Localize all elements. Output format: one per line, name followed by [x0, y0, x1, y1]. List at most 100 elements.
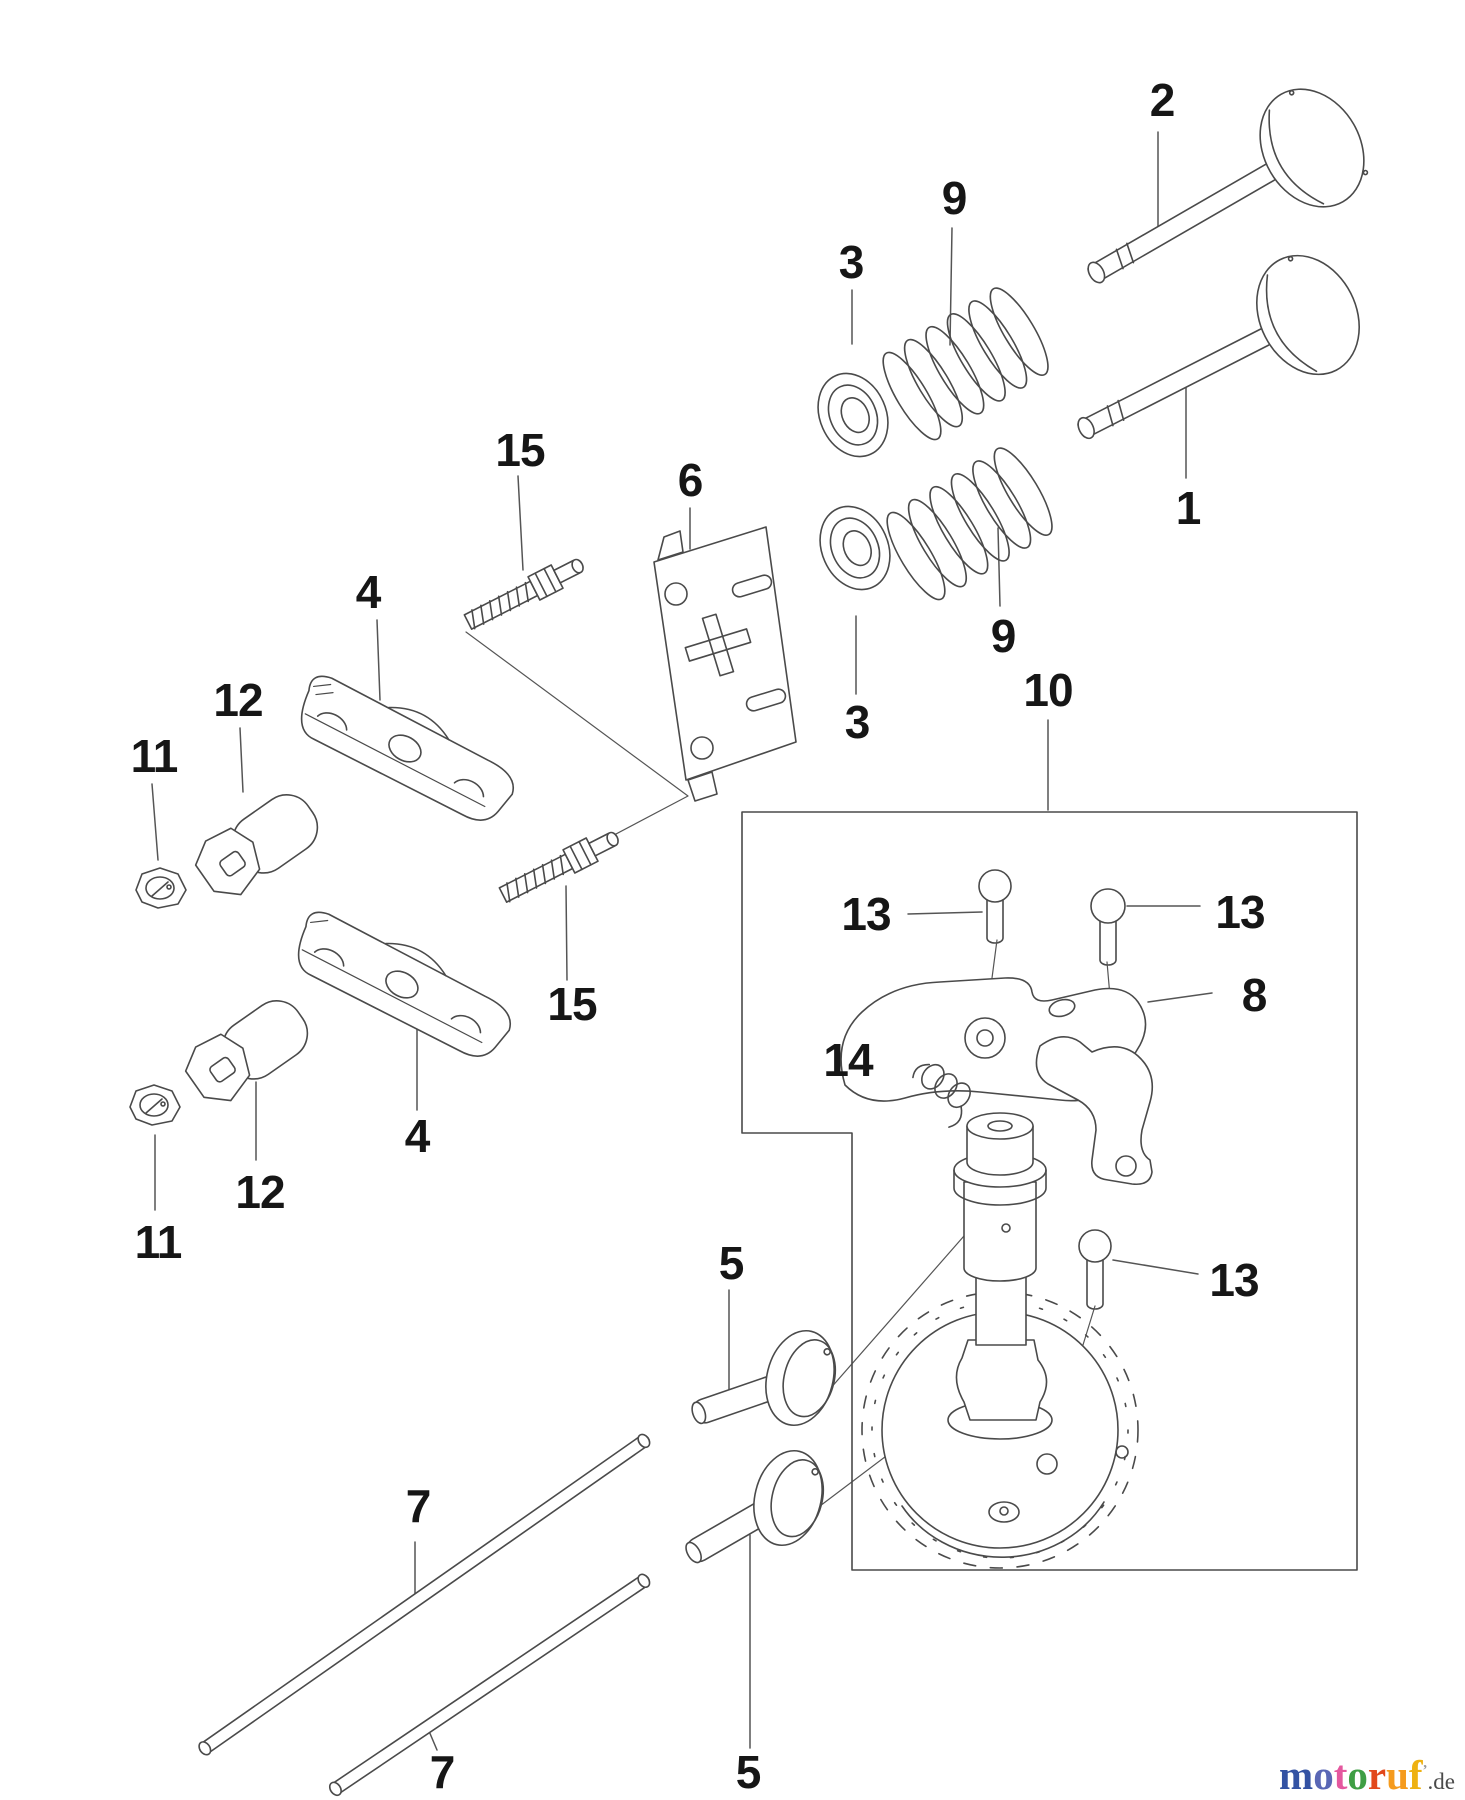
tappet-stem-tip — [691, 1401, 707, 1425]
bolt-shank — [1086, 1257, 1104, 1310]
leader-12a — [239, 727, 244, 793]
spring-coil — [886, 511, 946, 601]
guide-plate — [653, 526, 797, 802]
keeper-groove — [1115, 248, 1124, 270]
bolt-13-cam — [1078, 1229, 1112, 1310]
callout-3a: 3 — [838, 236, 865, 288]
spring-retainer-upper — [817, 372, 889, 458]
callout-12a: 12 — [213, 674, 263, 726]
callout-15b: 15 — [547, 978, 597, 1030]
spring-loop — [921, 1063, 945, 1090]
retainer-mid — [829, 517, 881, 579]
callout-2: 2 — [1149, 74, 1176, 126]
spring-coil — [946, 313, 1006, 402]
spring-coil — [925, 325, 985, 415]
camshaft — [861, 1112, 1139, 1569]
push-rod-ball-end — [637, 1573, 651, 1589]
compression-release-assembly — [840, 977, 1154, 1186]
bolt-head — [978, 869, 1012, 903]
spring-coil — [882, 351, 942, 441]
rocker-socket — [453, 778, 485, 798]
rocker-pivot-hole — [388, 734, 422, 763]
cam-lobes — [955, 1339, 1048, 1421]
callout-14: 14 — [823, 1034, 873, 1086]
tappet-disc-face — [770, 1459, 825, 1538]
spring-coil — [907, 498, 968, 588]
locknut-slot — [145, 1098, 163, 1114]
locknut-bore — [139, 1093, 169, 1117]
plate-bottom-tab — [687, 771, 718, 802]
pivot-hex-hole — [209, 1056, 236, 1083]
leader-11a — [151, 783, 159, 861]
spring-coil — [903, 338, 964, 428]
spring-retainer-lower — [819, 505, 891, 591]
valve-head-fillet — [1268, 109, 1325, 205]
callout-15a: 15 — [495, 424, 545, 476]
leader-9a — [949, 227, 953, 346]
rocker-socket — [313, 948, 345, 967]
keeper-groove — [1126, 242, 1135, 264]
valve-spring-lower — [886, 447, 1053, 601]
logo-letter: u — [1386, 1752, 1409, 1798]
plate-slot — [745, 688, 787, 712]
weight-slot — [1048, 998, 1076, 1018]
callout-13b: 13 — [1215, 886, 1265, 938]
gear-hole — [1115, 1445, 1129, 1459]
tappet-disc — [753, 1449, 823, 1547]
tappet-stem-tip — [685, 1541, 702, 1564]
rocker-stud-lower — [498, 831, 619, 903]
gear-thickness-edge — [901, 1501, 1105, 1558]
cam-center-hole — [987, 1120, 1013, 1132]
spring-loop — [947, 1082, 971, 1109]
leader-lines — [151, 131, 1213, 1751]
valve-head — [1259, 88, 1365, 208]
leader-13a — [907, 911, 983, 915]
callout-7b: 7 — [429, 1746, 456, 1798]
locknut-slot — [151, 881, 169, 897]
cam-flange-side — [953, 1169, 1047, 1206]
valve-stem-tip — [1087, 261, 1106, 284]
retainer-outer — [817, 372, 889, 458]
valve-stem-tip — [1077, 416, 1095, 440]
locknut-upper — [135, 867, 187, 909]
keeper-groove — [1106, 405, 1114, 427]
cam-journal — [963, 1181, 1037, 1282]
valve-head-fillet — [1265, 274, 1318, 373]
push-rod-ball-end — [198, 1741, 212, 1756]
pivot-hex-hole — [219, 850, 246, 877]
leader-9b — [997, 527, 1001, 607]
motoruf-logo: motoruf’.de — [1279, 1755, 1455, 1796]
plate-body — [653, 526, 797, 781]
rocker-hump — [384, 942, 447, 977]
logo-tld: .de — [1427, 1769, 1455, 1794]
tappet-disc-face — [782, 1339, 837, 1418]
callout-8: 8 — [1241, 969, 1268, 1021]
tappet-lower — [685, 1449, 825, 1564]
cam-top-face — [966, 1112, 1034, 1140]
weight-bolt-hole — [964, 1017, 1006, 1059]
cam-gear-teeth — [871, 1301, 1129, 1559]
plate-top-tab — [657, 530, 684, 561]
callout-5a: 5 — [718, 1237, 745, 1289]
detail-dot — [1362, 169, 1369, 176]
leader-4a — [376, 619, 381, 701]
leader-15a — [517, 475, 524, 571]
push-rod-lower — [328, 1573, 651, 1797]
retainer-bore — [840, 397, 870, 434]
retainer-mid — [827, 384, 879, 446]
pivot-hex-face — [194, 827, 261, 896]
valve-stem — [1087, 163, 1277, 283]
callout-1: 1 — [1175, 482, 1202, 534]
plate-cross-cutout — [684, 613, 752, 677]
callout-13a: 13 — [841, 888, 891, 940]
leader-13c — [1112, 1259, 1199, 1275]
pivot-nut-lower — [184, 1000, 309, 1102]
gear-hole — [1036, 1453, 1058, 1475]
locknut-lower — [129, 1084, 181, 1126]
leader-15b — [565, 885, 568, 981]
callout-10: 10 — [1023, 664, 1073, 716]
push-rod-ball-end — [637, 1433, 651, 1449]
bolt-shank — [986, 897, 1004, 944]
